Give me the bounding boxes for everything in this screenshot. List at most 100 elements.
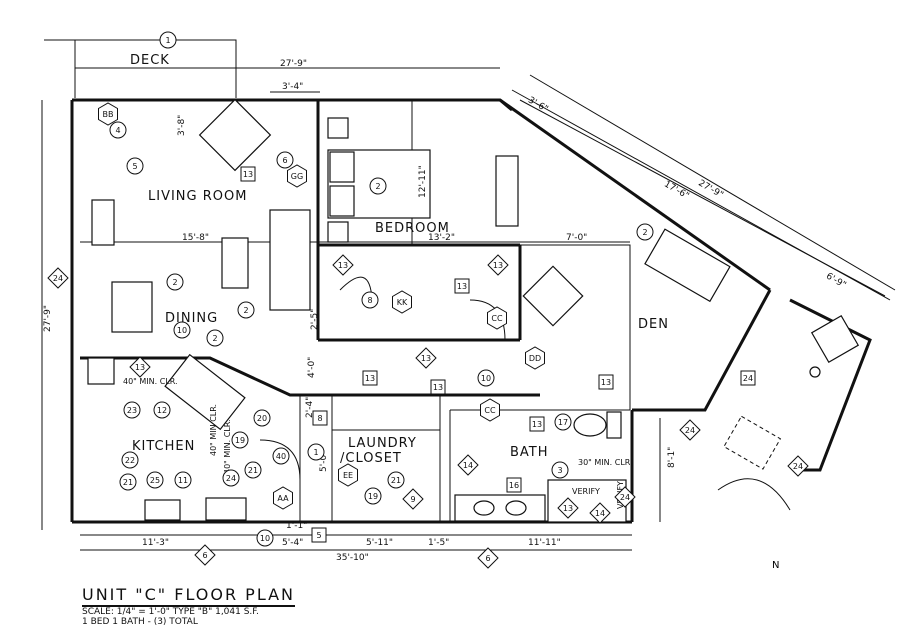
walls [44, 39, 896, 524]
title-block: UNIT "C" FLOOR PLAN SCALE: 1/4" = 1'-0" … [82, 585, 382, 627]
keynote-tag-label: 19 [235, 436, 245, 445]
keynote-tag: 2 [237, 301, 255, 319]
room-label-living-room: LIVING ROOM [148, 189, 247, 204]
dim-bottom-5: 1'-5" [428, 538, 449, 548]
keynote-tag: 24 [740, 370, 756, 386]
keynote-tag-label: 20 [257, 414, 267, 423]
note-verify: VERIFY [572, 487, 600, 496]
keynote-tag-label: AA [277, 494, 289, 503]
keynote-tag: 10 [256, 529, 274, 547]
dim-entry-height: 5'-0" [319, 451, 329, 472]
room-label-dining: DINING [165, 311, 218, 326]
dim-bottom-1: 11'-3" [142, 538, 169, 548]
keynote-tag-label: DD [529, 354, 541, 363]
keynote-tag-label: 4 [115, 126, 120, 135]
keynote-tag-label: 3 [557, 466, 562, 475]
dim-living-width: 15'-8" [182, 233, 209, 243]
keynote-tag-label: GG [291, 172, 303, 181]
keynote-tag-label: 24 [53, 274, 63, 283]
keynote-tag: BB [98, 102, 118, 126]
keynote-tag: 19 [231, 431, 249, 449]
keynote-tag: 13 [598, 374, 614, 390]
keynote-tag-label: 10 [177, 326, 187, 335]
keynote-tag: 9 [402, 488, 424, 510]
dim-bottom-3: 5'-4" [282, 538, 303, 548]
keynote-tag-label: 9 [410, 495, 415, 504]
keynote-tag-label: 2 [375, 182, 380, 191]
dim-closet-depth: 2'-5" [310, 309, 320, 330]
dim-overall-top: 27'-9" [280, 59, 307, 69]
keynote-tag: AA [273, 486, 293, 510]
keynote-tag-label: 13 [365, 374, 375, 383]
dim-bath-side: 8'-1" [667, 447, 677, 468]
keynote-tag: 24 [47, 267, 69, 289]
keynote-tag-label: 5 [132, 162, 137, 171]
keynote-tag: CC [480, 398, 500, 422]
keynote-tag: 14 [589, 502, 611, 524]
keynote-tag-label: 13 [457, 282, 467, 291]
keynote-tag-label: 13 [532, 420, 542, 429]
keynote-tag-label: 24 [620, 493, 630, 502]
room-labels: DECK LIVING ROOM BEDROOM DEN DINING KITC… [130, 53, 668, 466]
dim-bottom-6: 11'-11" [528, 538, 561, 548]
keynote-tag: 12 [153, 401, 171, 419]
keynote-tag-label: 22 [125, 456, 135, 465]
keynote-tag: 24 [222, 469, 240, 487]
keynote-tag-label: 24 [226, 474, 236, 483]
keynote-tag-label: 6 [485, 554, 490, 563]
dimension-labels: 27'-9" 3'-4" 3'-8" 15'-8" 13'-2" 7'-0" 1… [43, 59, 848, 563]
dim-bedroom-height: 12'-11" [418, 165, 428, 198]
keynote-tag: 6 [477, 547, 499, 569]
keynote-tag: 16 [506, 477, 522, 493]
keynote-tag-label: 12 [157, 406, 167, 415]
keynote-tag-label: 13 [493, 261, 503, 270]
keynote-tag-label: 11 [178, 476, 188, 485]
keynote-tag: 13 [557, 497, 579, 519]
keynote-tag: 24 [614, 486, 636, 508]
keynote-tag-label: 1 [165, 36, 170, 45]
keynote-tag-label: 10 [260, 534, 270, 543]
keynote-tag: 2 [636, 223, 654, 241]
dim-diag-top: 3'-6" [526, 95, 549, 114]
furniture [87, 98, 860, 523]
keynote-tag: 19 [364, 487, 382, 505]
dim-laundry-depth: 2'-4" [305, 397, 315, 418]
keynote-tag-label: 14 [595, 509, 605, 518]
keynote-tag: 10 [173, 321, 191, 339]
room-label-laundry: LAUNDRY [348, 436, 417, 451]
keynote-tag: CC [487, 306, 507, 330]
keynote-tag: 14 [457, 454, 479, 476]
dim-den-seg: 7'-0" [566, 233, 587, 243]
keynote-tag-label: 14 [463, 461, 473, 470]
keynote-tag: 13 [430, 379, 446, 395]
keynote-tag: 2 [369, 177, 387, 195]
keynote-tag: 13 [529, 416, 545, 432]
keynote-tag: 40 [272, 447, 290, 465]
keynote-tag-label: 2 [243, 306, 248, 315]
keynote-tag-label: 1 [313, 448, 318, 457]
dim-diag-inner: 17'-6" [662, 179, 690, 201]
keynote-tag: 5 [311, 527, 327, 543]
keynote-tag: 13 [129, 356, 151, 378]
keynote-tag-label: CC [491, 314, 503, 323]
keynote-tag: 13 [454, 278, 470, 294]
room-label-deck: DECK [130, 53, 170, 68]
keynote-tag: 21 [119, 473, 137, 491]
keynote-tag: 13 [362, 370, 378, 386]
room-label-kitchen: KITCHEN [132, 439, 195, 454]
keynote-tag-label: 23 [127, 406, 137, 415]
keynote-tag-label: 2 [212, 334, 217, 343]
keynote-tag: 22 [121, 451, 139, 469]
dim-bottom-overall: 35'-10" [336, 553, 369, 563]
north-mark: N [772, 560, 780, 571]
keynote-tag: 20 [253, 409, 271, 427]
keynote-tag-label: BB [103, 110, 114, 119]
room-label-bath: BATH [510, 445, 549, 460]
keynote-tag: 2 [166, 273, 184, 291]
keynote-tag-label: 24 [793, 462, 803, 471]
plan-title: UNIT "C" FLOOR PLAN [82, 585, 296, 607]
keynote-tag: GG [287, 164, 307, 188]
note-clearance-40: 40" MIN. CLR. [123, 377, 178, 386]
